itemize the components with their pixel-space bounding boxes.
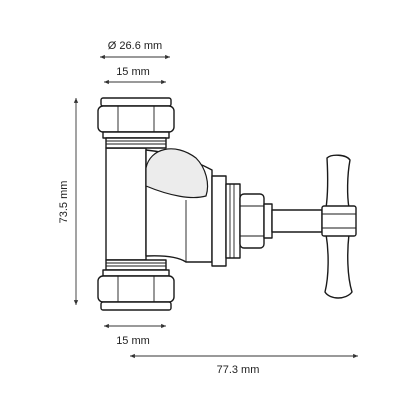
main-pipe bbox=[105, 147, 147, 261]
dimension-length: 77.3 mm bbox=[130, 353, 358, 376]
dimension-height: 73.5 mm bbox=[58, 98, 79, 305]
dimension-outer-diameter: Ø 26.6 mm bbox=[100, 40, 170, 60]
dimension-top-fitting: 15 mm bbox=[104, 66, 166, 85]
valve-spindle bbox=[271, 209, 323, 233]
valve-bonnet bbox=[211, 175, 273, 267]
dimension-bottom-fitting: 15 mm bbox=[104, 323, 166, 347]
bottom-compression-nut bbox=[97, 259, 175, 311]
bottom-fitting-label: 15 mm bbox=[116, 335, 150, 347]
height-label: 73.5 mm bbox=[58, 181, 70, 224]
valve-branch bbox=[145, 148, 213, 263]
length-label: 77.3 mm bbox=[217, 364, 260, 376]
valve-body bbox=[97, 97, 357, 311]
top-compression-nut bbox=[97, 97, 175, 149]
cross-handle bbox=[321, 154, 357, 299]
top-fitting-label: 15 mm bbox=[116, 66, 150, 78]
outer-diameter-label: Ø 26.6 mm bbox=[108, 40, 162, 52]
